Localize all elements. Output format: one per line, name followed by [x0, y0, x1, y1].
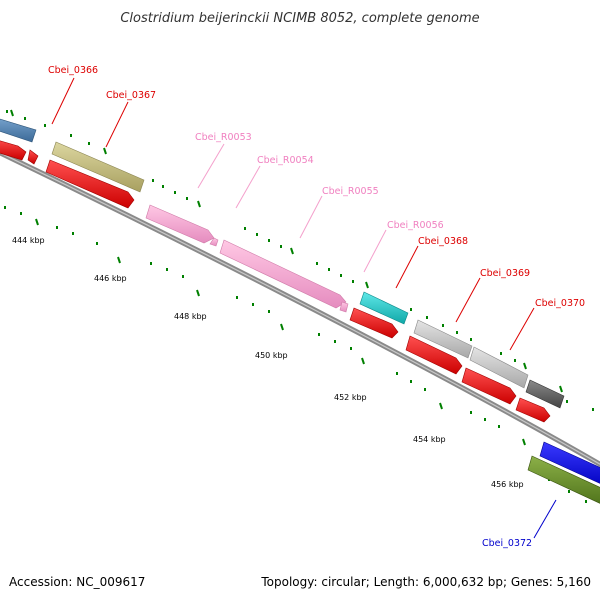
- cds-0366-b: [27, 149, 39, 165]
- topology-text: Topology: circular; Length: 6,000,632 bp…: [260, 575, 591, 589]
- feature-pink-rrna-4: [339, 301, 349, 313]
- cds-0369-b: [461, 367, 517, 405]
- cds-0367: [45, 159, 135, 209]
- tick-label-444: 444 kbp: [12, 236, 45, 245]
- feature-steel-blue: [0, 118, 37, 143]
- feature-cyan-trna: [359, 291, 409, 325]
- gene-label-cbei-0368: Cbei_0368: [418, 236, 468, 247]
- tick-label-448: 448 kbp: [174, 312, 207, 321]
- feature-pink-rrna-3: [219, 239, 347, 309]
- feature-olive: [51, 141, 145, 193]
- feature-track-lower: [527, 441, 600, 504]
- tick-label-446: 446 kbp: [94, 274, 127, 283]
- ruler-inner-dots: [4, 206, 587, 503]
- cds-0366-a: [0, 140, 27, 161]
- map-title: Clostridium beijerinckii NCIMB 8052, com…: [120, 11, 479, 26]
- feature-bright-blue: [539, 441, 600, 484]
- label-leader-lines: [51, 77, 557, 539]
- feature-silver-1: [413, 319, 473, 359]
- tick-label-454: 454 kbp: [413, 435, 446, 444]
- gene-label-cbei-0372: Cbei_0372: [482, 538, 532, 549]
- gene-label-cbei-r0054: Cbei_R0054: [257, 155, 314, 166]
- feature-pink-rrna-1: [145, 204, 215, 244]
- ruler-outer-dots: [6, 110, 594, 411]
- feature-track-upper: [0, 118, 565, 409]
- feature-green: [527, 455, 600, 504]
- gene-label-cbei-0369: Cbei_0369: [480, 268, 530, 279]
- cds-0368: [349, 307, 399, 339]
- feature-pink-rrna-2: [209, 237, 219, 247]
- cds-0369-a: [405, 335, 463, 375]
- gene-label-cbei-r0055: Cbei_R0055: [322, 186, 379, 197]
- gene-label-cbei-0370: Cbei_0370: [535, 298, 585, 309]
- ruler-tick-labels: 444 kbp 446 kbp 448 kbp 450 kbp 452 kbp …: [12, 236, 524, 489]
- gene-label-cbei-r0056: Cbei_R0056: [387, 220, 444, 231]
- feature-dark-gray: [525, 379, 565, 409]
- genome-backbone: [0, 150, 600, 468]
- gene-labels: Cbei_0366 Cbei_0367 Cbei_R0053 Cbei_R005…: [48, 65, 585, 549]
- cds-0370: [515, 397, 551, 423]
- gene-label-cbei-r0053: Cbei_R0053: [195, 132, 252, 143]
- tick-label-450: 450 kbp: [255, 351, 288, 360]
- accession-text: Accession: NC_009617: [9, 575, 145, 589]
- feature-silver-2: [469, 346, 529, 389]
- feature-track-cds: [0, 140, 551, 423]
- ruler-inner-ticks: [35, 218, 526, 446]
- ruler-outer-ticks: [10, 109, 563, 393]
- tick-label-452: 452 kbp: [334, 393, 367, 402]
- gene-label-cbei-0367: Cbei_0367: [106, 90, 156, 101]
- gene-label-cbei-0366: Cbei_0366: [48, 65, 98, 76]
- tick-label-456: 456 kbp: [491, 480, 524, 489]
